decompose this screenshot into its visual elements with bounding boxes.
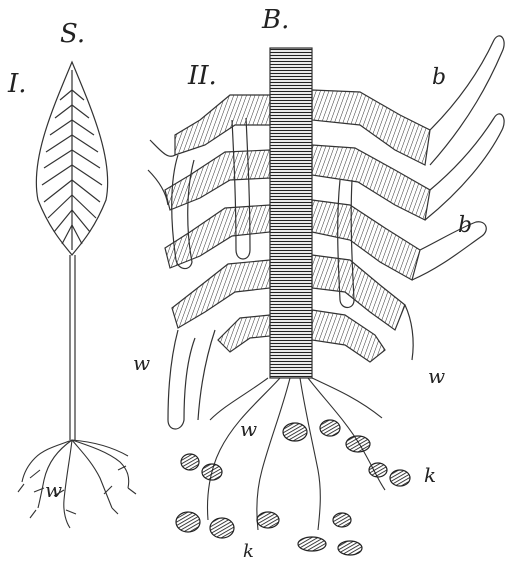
label-leaf-b-lower: b <box>458 213 472 238</box>
lower-roots <box>208 378 386 530</box>
root-nodules <box>176 420 410 555</box>
plant-stalk <box>70 255 75 440</box>
label-part-one: I. <box>7 69 27 99</box>
label-plant-s: S. <box>60 19 85 49</box>
label-nodule-k-bottom: k <box>243 541 254 562</box>
label-root-w-right: w <box>428 364 445 388</box>
plant-roots <box>18 440 136 528</box>
label-root-w-plant: w <box>45 478 62 502</box>
label-part-two: II. <box>187 61 217 91</box>
central-stem <box>270 48 312 378</box>
label-root-w-left: w <box>133 351 150 375</box>
label-nodule-k-right: k <box>424 463 436 487</box>
stem-detail <box>148 36 504 555</box>
whole-plant <box>18 62 136 528</box>
label-detail-b: B. <box>261 5 289 35</box>
label-leaf-b-upper: b <box>432 65 446 90</box>
label-root-w-center: w <box>240 417 257 441</box>
left-leaf-bases <box>165 95 270 352</box>
right-leaf-bases <box>312 90 430 362</box>
